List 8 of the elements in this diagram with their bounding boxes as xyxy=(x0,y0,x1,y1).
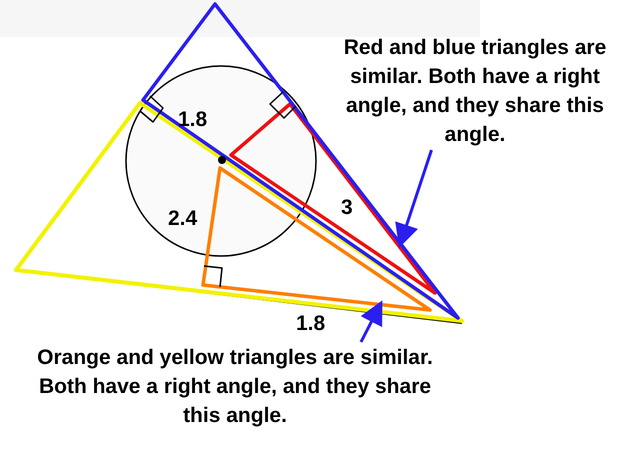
annotation-note: Red and blue triangles are similar. Both have a right angle, and they share this angle. xyxy=(330,33,620,149)
annotation-note: Orange and yellow triangles are similar. Both have a right angle, and they share this angle. xyxy=(25,343,445,430)
length-label: 1.8 xyxy=(296,312,326,336)
length-label: 3 xyxy=(341,196,353,220)
arrow xyxy=(360,300,382,343)
length-label: 2.4 xyxy=(168,207,198,231)
arrow xyxy=(395,150,433,248)
length-label: 1.8 xyxy=(178,108,208,132)
